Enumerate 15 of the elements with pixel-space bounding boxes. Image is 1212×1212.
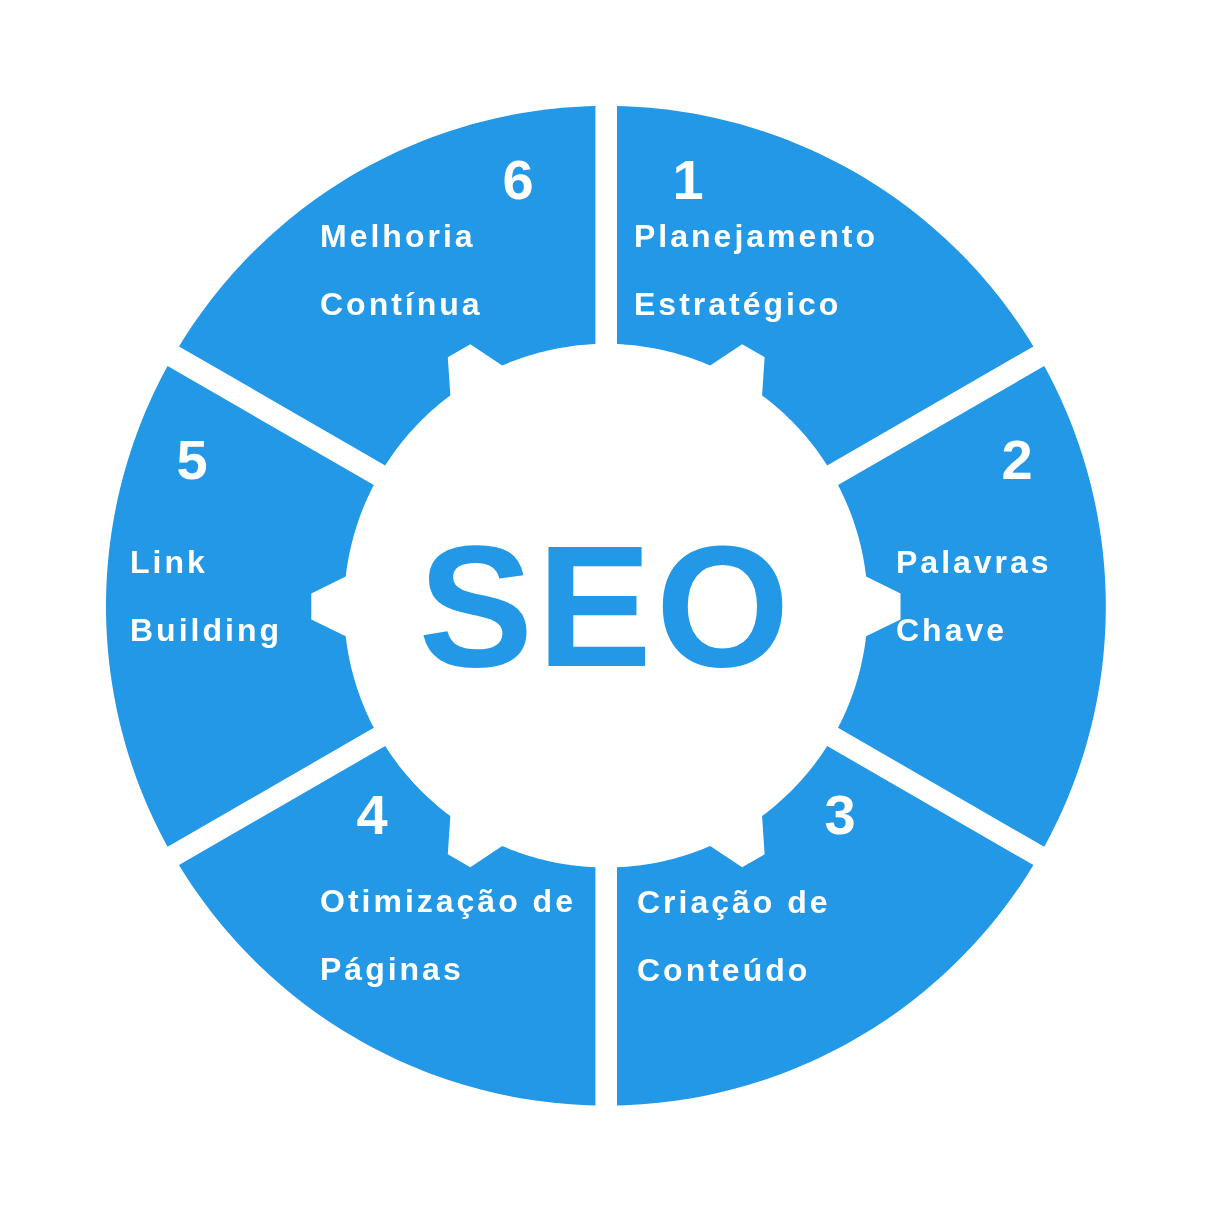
step-number: 2 [1001,432,1033,488]
ring-segment [617,746,1034,1106]
step-label: Link Building [130,543,283,650]
step-label: Palavras Chave [896,543,1053,650]
ring-segment [178,746,595,1106]
center-title: SEO [418,520,794,692]
step-number: 1 [672,152,704,208]
step-label: Otimização de Páginas [320,882,577,989]
step-number: 3 [824,787,856,843]
step-label: Criação de Conteúdo [637,883,832,990]
step-number: 5 [176,432,208,488]
step-number: 4 [356,787,388,843]
step-label: Melhoria Contínua [320,217,484,324]
step-label: Planejamento Estratégico [634,217,880,324]
step-number: 6 [502,152,534,208]
